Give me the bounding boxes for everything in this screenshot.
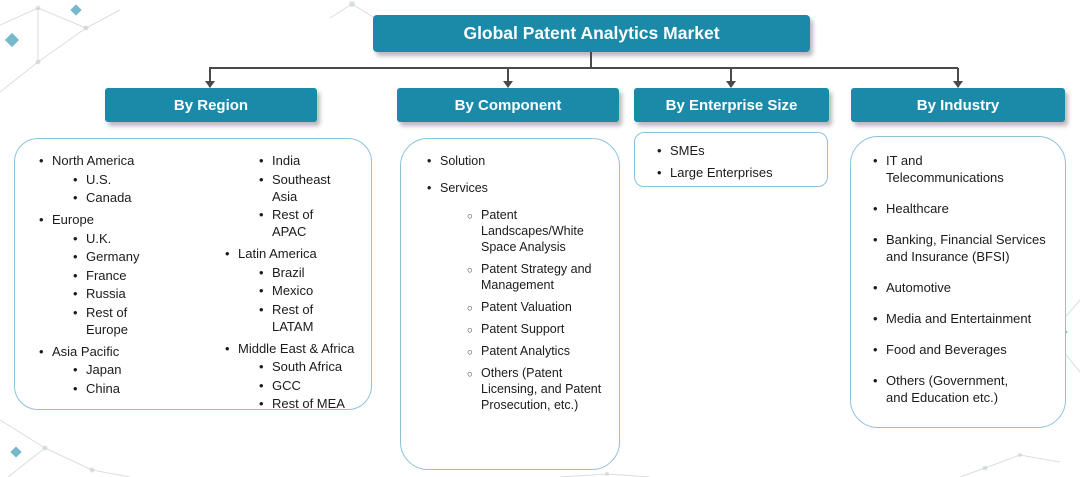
- connector-line: [209, 68, 211, 82]
- region-item: U.K.: [71, 230, 161, 247]
- header-by-region-label: By Region: [173, 96, 249, 114]
- region-item: India: [257, 152, 347, 169]
- region-item: Rest of Europe: [71, 304, 161, 338]
- industry-list: IT and Telecommunications Healthcare Ban…: [871, 152, 1055, 406]
- industry-item: Healthcare: [871, 200, 1055, 217]
- region-item: Rest of MEA: [257, 395, 347, 412]
- component-sub-item: Patent Strategy and Management: [465, 261, 609, 293]
- connector-line: [507, 68, 509, 82]
- header-by-enterprise-size: By Enterprise Size: [634, 88, 829, 122]
- region-item: North America: [37, 152, 195, 169]
- header-by-region: By Region: [105, 88, 317, 122]
- arrowhead-icon: [726, 81, 736, 88]
- component-list: Solution Services Patent Landscapes/Whit…: [425, 153, 609, 413]
- region-item: Asia Pacific: [37, 343, 195, 360]
- region-item: Japan: [71, 361, 161, 378]
- industry-box: IT and Telecommunications Healthcare Ban…: [850, 136, 1066, 428]
- enterprise-size-list: SMEs Large Enterprises: [655, 142, 827, 181]
- region-item: Canada: [71, 189, 161, 206]
- region-item: Rest of APAC: [257, 206, 347, 240]
- industry-item: Food and Beverages: [871, 341, 1055, 358]
- region-item: China: [71, 380, 161, 397]
- component-item: Services: [425, 180, 609, 196]
- industry-item: IT and Telecommunications: [871, 152, 1031, 186]
- enterprise-size-item: SMEs: [655, 142, 827, 159]
- region-item: Europe: [37, 211, 195, 228]
- industry-item: Banking, Financial Services and Insuranc…: [871, 231, 1055, 265]
- industry-item: Media and Entertainment: [871, 310, 1055, 327]
- region-item: Rest of LATAM: [257, 301, 347, 335]
- header-by-enterprise-size-label: By Enterprise Size: [665, 96, 798, 114]
- enterprise-size-item: Large Enterprises: [655, 164, 827, 181]
- arrowhead-icon: [953, 81, 963, 88]
- connector-line: [209, 67, 958, 69]
- component-sub-item: Patent Support: [465, 321, 609, 339]
- component-sub-item: Patent Landscapes/White Space Analysis: [465, 207, 609, 255]
- enterprise-size-box: SMEs Large Enterprises: [634, 132, 828, 187]
- component-box: Solution Services Patent Landscapes/Whit…: [400, 138, 620, 470]
- region-item: South Africa: [257, 358, 347, 375]
- region-item: Middle East & Africa: [223, 340, 354, 357]
- arrowhead-icon: [503, 81, 513, 88]
- region-item: Germany: [71, 248, 161, 265]
- component-sub-item: Others (Patent Licensing, and Patent Pro…: [465, 365, 609, 413]
- connector-line: [957, 68, 959, 82]
- industry-item: Automotive: [871, 279, 1055, 296]
- diagram-title: Global Patent Analytics Market: [373, 15, 810, 52]
- component-sub-item: Patent Analytics: [465, 343, 609, 361]
- industry-item: Others (Government, and Education etc.): [871, 372, 1031, 406]
- region-item: France: [71, 267, 161, 284]
- region-list-col1: North America U.S. Canada Europe U.K. Ge…: [37, 152, 195, 409]
- header-by-industry: By Industry: [851, 88, 1065, 122]
- connector-line: [590, 52, 592, 67]
- region-item: Latin America: [223, 245, 354, 262]
- region-item: U.S.: [71, 171, 161, 188]
- component-sub-item: Patent Valuation: [465, 299, 609, 317]
- header-by-component: By Component: [397, 88, 619, 122]
- region-item: Mexico: [257, 282, 347, 299]
- header-by-component-label: By Component: [454, 96, 562, 114]
- region-item: Russia: [71, 285, 161, 302]
- region-item: GCC: [257, 377, 347, 394]
- arrowhead-icon: [205, 81, 215, 88]
- header-by-industry-label: By Industry: [916, 96, 1000, 114]
- region-list-col2: India Southeast Asia Rest of APAC Latin …: [223, 152, 354, 412]
- connector-line: [730, 68, 732, 82]
- region-item: Southeast Asia: [257, 171, 347, 205]
- region-box: North America U.S. Canada Europe U.K. Ge…: [14, 138, 372, 412]
- region-item: Brazil: [257, 264, 347, 281]
- component-item: Solution: [425, 153, 609, 169]
- diagram-title-label: Global Patent Analytics Market: [463, 23, 720, 43]
